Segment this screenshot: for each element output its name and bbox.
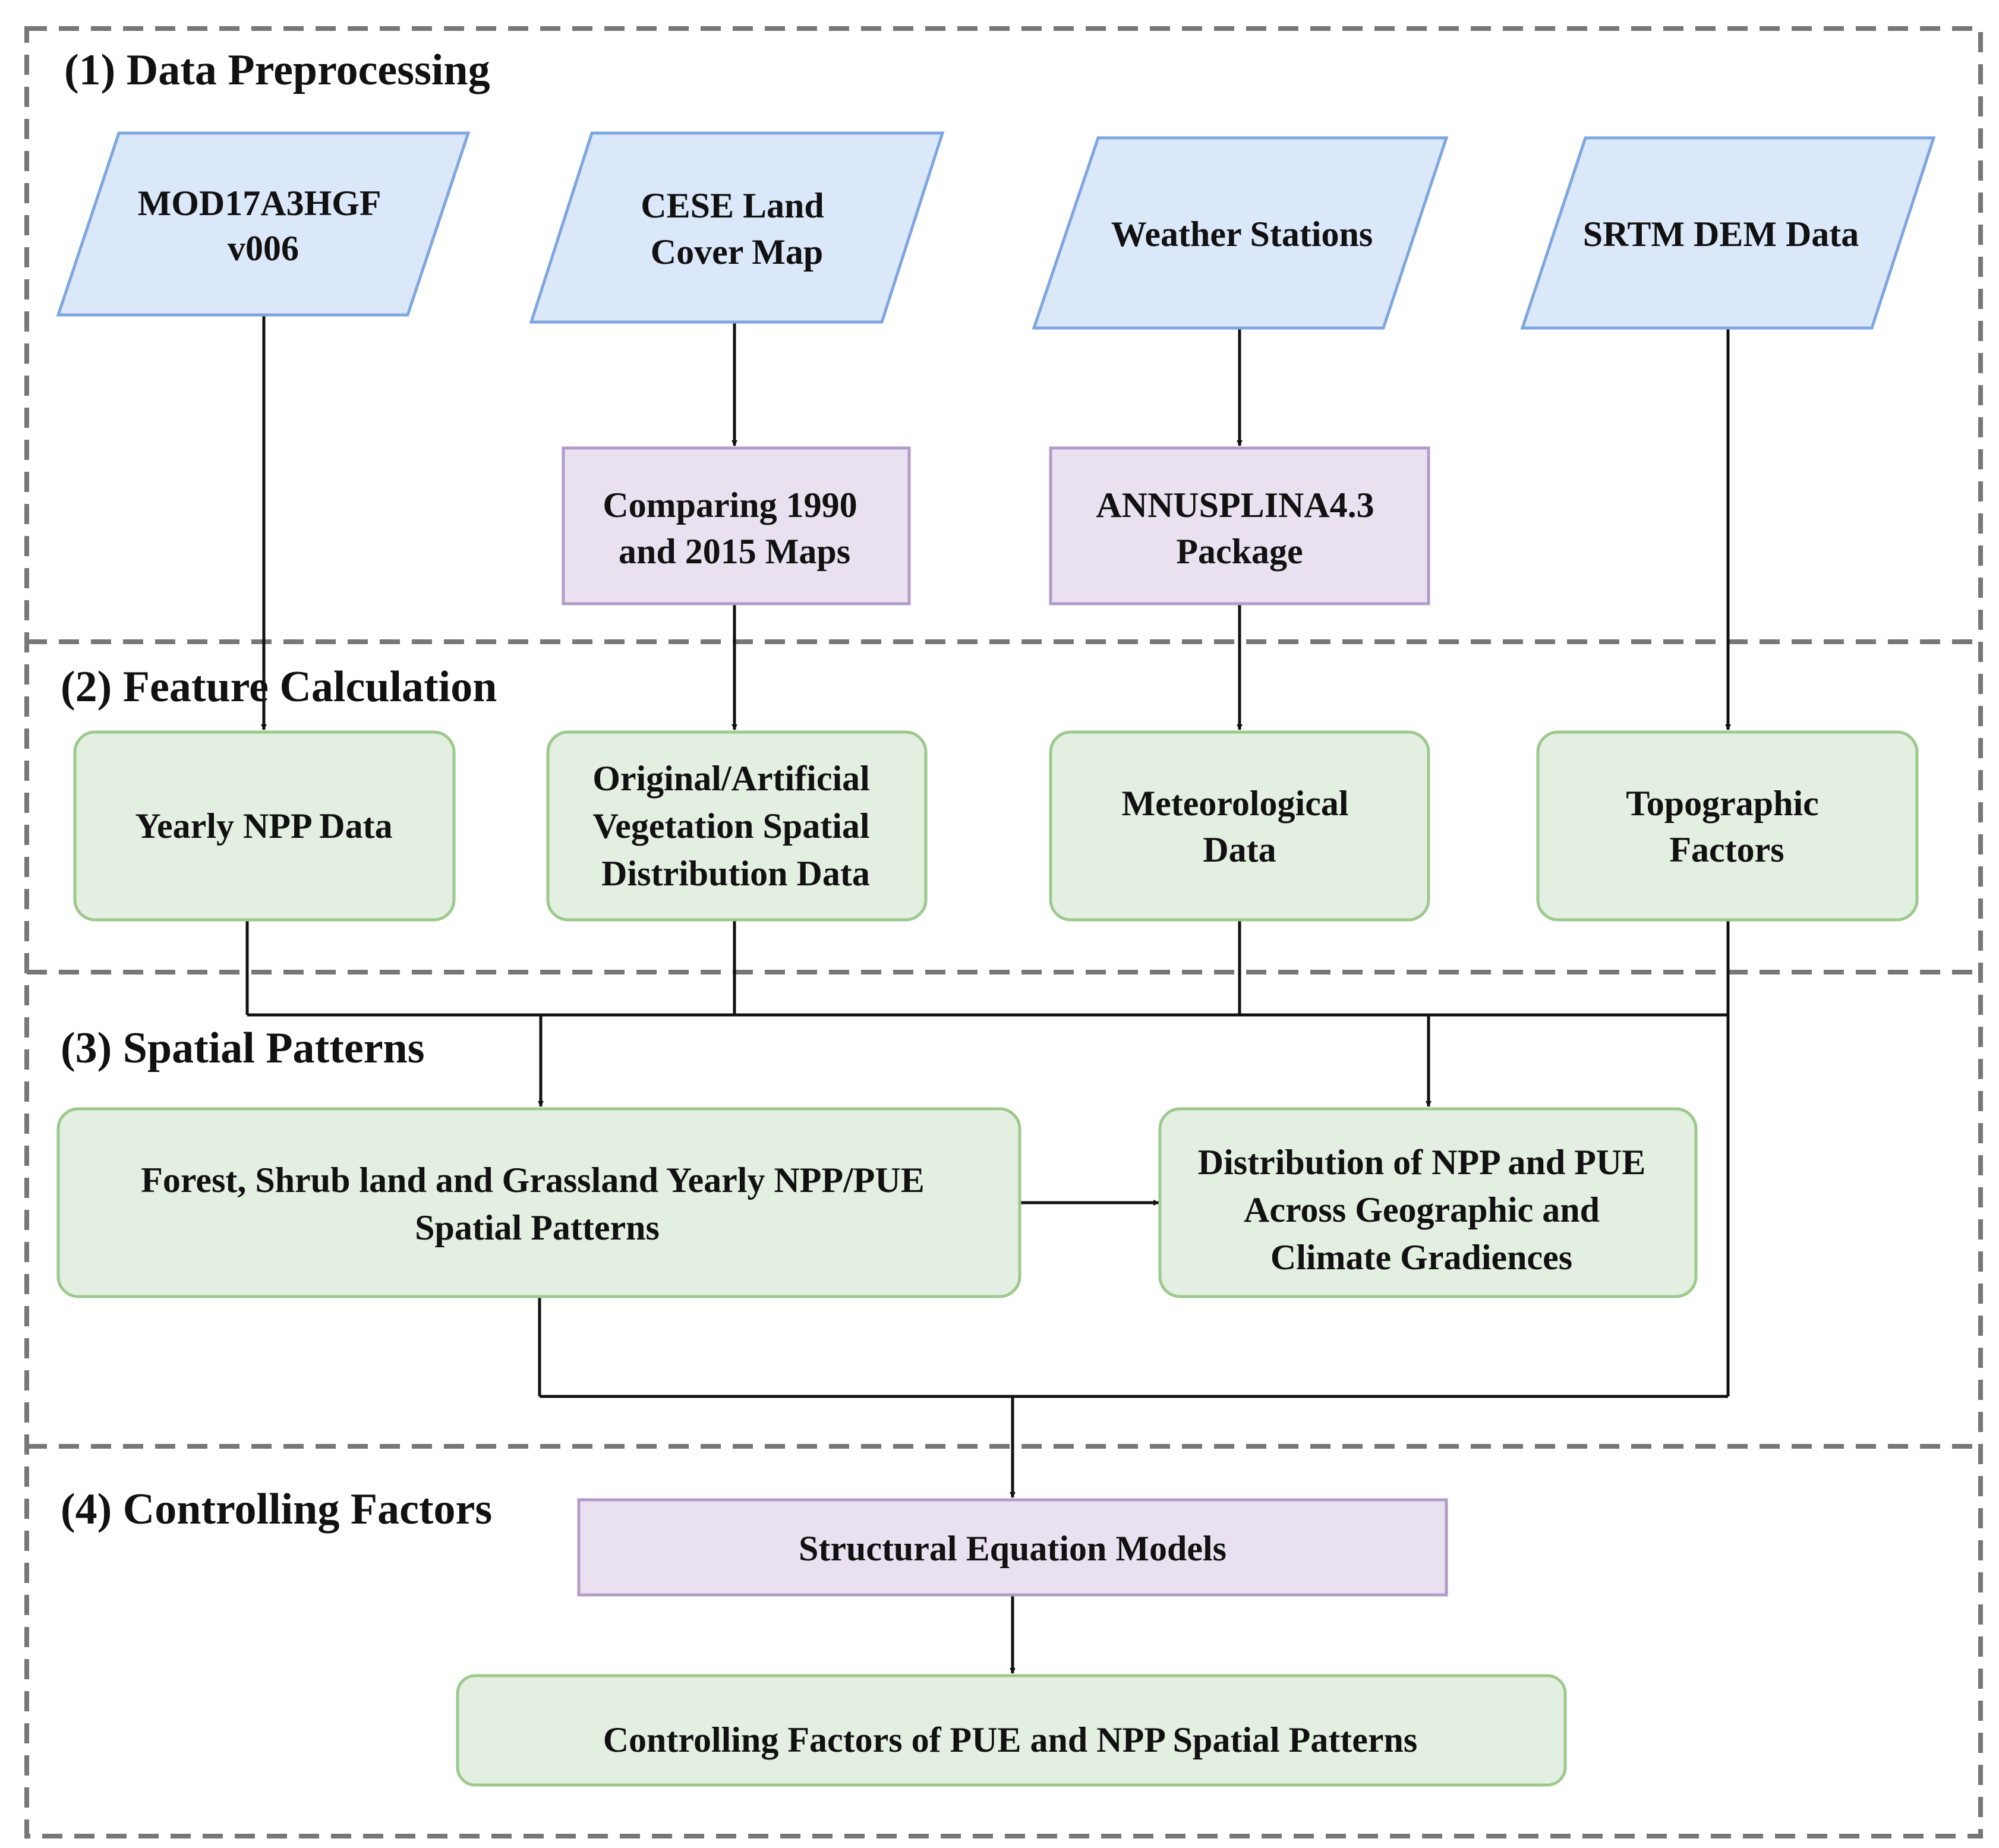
svg-text:Structural Equation Models: Structural Equation Models xyxy=(799,1529,1226,1568)
svg-text:Original/Artificial Vege: Original/Artificial Vegetation Spatial D… xyxy=(592,759,879,893)
feature-shape xyxy=(546,730,928,922)
section-title-data-preprocessing: (1) Data Preprocessing xyxy=(64,46,490,94)
feature-vegetation: Original/Artificial Vegetation Spatial D… xyxy=(546,730,928,922)
feature-topo-line-2: Factors xyxy=(1669,830,1784,869)
svg-text:Topographic Factors: Topographic Factors xyxy=(1626,784,1828,869)
svg-text:SRTM DEM Data: SRTM DEM Data xyxy=(1583,215,1859,254)
output-controlling: Controlling Factors of PUE and NPP Spati… xyxy=(456,1674,1567,1787)
pattern-forest-line-2: Spatial Patterns xyxy=(415,1208,660,1247)
input-srtm-line-1: SRTM DEM Data xyxy=(1583,215,1859,254)
pattern-distribution-line-1: Distribution of NPP and PUE xyxy=(1198,1143,1645,1182)
input-weather: Weather Stations xyxy=(1032,136,1449,330)
feature-meteo: Meteorological Data xyxy=(1049,730,1430,922)
process-compare: Comparing 1990 and 2015 Maps xyxy=(562,446,911,606)
feature-vegetation-line-1: Original/Artificial xyxy=(592,759,870,798)
output-shape xyxy=(456,1674,1567,1787)
outer-dashed-border xyxy=(24,26,1983,1838)
process-annusplin-line-2: Package xyxy=(1176,532,1303,571)
pattern-shape xyxy=(56,1107,1021,1298)
pattern-distribution-line-2: Across Geographic and xyxy=(1244,1190,1600,1229)
process-sem: Structural Equation Models xyxy=(577,1498,1448,1597)
input-cese-line-1: CESE Land xyxy=(641,186,824,225)
feature-shape xyxy=(1049,730,1430,922)
input-mod17: MOD17A3HGF v006 xyxy=(56,131,471,317)
output-controlling-line-1: Controlling Factors of PUE and NPP Spati… xyxy=(603,1720,1418,1759)
feature-topo-line-1: Topographic xyxy=(1626,784,1819,823)
svg-text:Meteorological Data: Meteorological Data xyxy=(1121,784,1357,869)
svg-text:CESE Land Cover Map: CESE Land Cover Map xyxy=(641,186,833,272)
process-shape xyxy=(562,446,911,606)
process-annusplin: ANNUSPLINA4.3 Package xyxy=(1049,446,1430,606)
pattern-forest-line-1: Forest, Shrub land and Grassland Yearly … xyxy=(141,1160,925,1200)
svg-text:Comparing 1990 and 2015: Comparing 1990 and 2015 Maps xyxy=(603,485,866,571)
process-compare-line-2: and 2015 Maps xyxy=(619,532,850,571)
input-cese-line-2: Cover Map xyxy=(651,232,824,272)
process-shape xyxy=(1049,446,1430,606)
section-borders xyxy=(24,26,1983,1838)
section-title-spatial-patterns: (3) Spatial Patterns xyxy=(61,1024,425,1073)
input-shape xyxy=(1032,136,1449,330)
input-cese: CESE Land Cover Map xyxy=(529,131,945,324)
input-mod17-line-1: MOD17A3HGF xyxy=(138,184,380,223)
feature-vegetation-line-3: Distribution Data xyxy=(601,854,870,893)
feature-npp: Yearly NPP Data xyxy=(73,730,456,922)
svg-text:Weather Stations: Weather Stations xyxy=(1111,215,1373,254)
feature-vegetation-line-2: Vegetation Spatial xyxy=(592,806,869,846)
process-sem-line-1: Structural Equation Models xyxy=(799,1529,1226,1568)
svg-text:Yearly NPP Data: Yearly NPP Data xyxy=(135,806,392,846)
svg-text:Controlling Factors of PUE and: Controlling Factors of PUE and NPP Spati… xyxy=(603,1720,1418,1759)
svg-text:ANNUSPLINA4.3 Package: ANNUSPLINA4.3 Package xyxy=(1096,485,1383,571)
feature-meteo-line-1: Meteorological xyxy=(1121,784,1348,823)
connectors xyxy=(245,315,1731,1674)
input-srtm: SRTM DEM Data xyxy=(1520,136,1936,330)
input-weather-line-1: Weather Stations xyxy=(1111,215,1373,254)
feature-meteo-line-2: Data xyxy=(1203,830,1276,869)
section-title-feature-calculation: (2) Feature Calculation xyxy=(61,663,497,711)
pattern-distribution: Distribution of NPP and PUE Across Geogr… xyxy=(1158,1107,1698,1298)
section-title-controlling-factors: (4) Controlling Factors xyxy=(61,1485,492,1534)
pattern-distribution-line-3: Climate Gradiences xyxy=(1270,1238,1572,1277)
input-mod17-line-2: v006 xyxy=(228,229,299,268)
input-shape xyxy=(56,131,471,317)
svg-text:MOD17A3HGF v006: MOD17A3HGF v006 xyxy=(138,184,389,268)
input-shape xyxy=(529,131,945,324)
feature-npp-line-1: Yearly NPP Data xyxy=(135,806,392,846)
process-compare-line-1: Comparing 1990 xyxy=(603,485,857,525)
input-shape xyxy=(1520,136,1936,330)
pattern-forest: Forest, Shrub land and Grassland Yearly … xyxy=(56,1107,1021,1298)
process-shape xyxy=(577,1498,1448,1597)
pattern-shape xyxy=(1158,1107,1698,1298)
svg-text:Forest, Shrub land and Grassla: Forest, Shrub land and Grassland Yearly … xyxy=(141,1160,934,1247)
feature-shape xyxy=(73,730,456,922)
feature-topo: Topographic Factors xyxy=(1536,730,1919,922)
svg-text:Distribution of NPP and PUE: Distribution of NPP and PUE Across Geogr… xyxy=(1198,1143,1654,1277)
process-annusplin-line-1: ANNUSPLINA4.3 xyxy=(1096,485,1374,525)
feature-shape xyxy=(1536,730,1919,922)
